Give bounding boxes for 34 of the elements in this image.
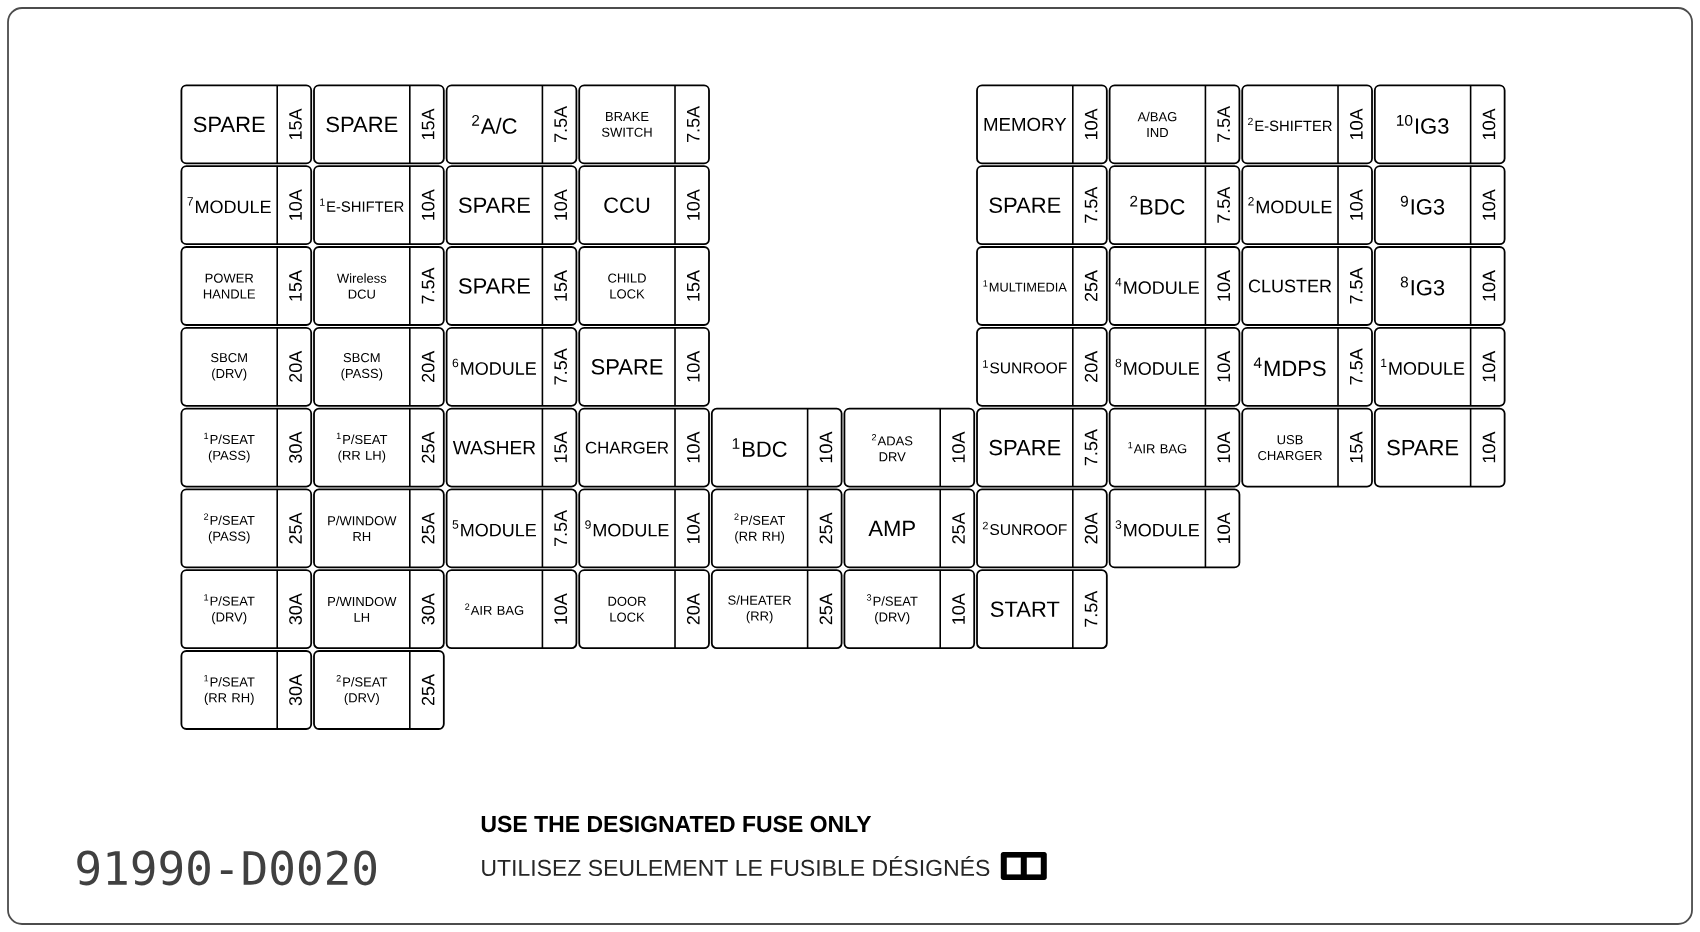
- fuse-cell: $^{2}$A/C 7.5A: [445, 84, 578, 165]
- fuse-cell: SPARE 15A: [180, 84, 313, 165]
- fuse-cell: $^{5}$MODULE 7.5A: [445, 488, 578, 569]
- fuse-cell: $^{8}$IG3 10A: [1373, 246, 1506, 326]
- fuse-cell: SPARE 7.5A: [976, 165, 1108, 246]
- fuse-cell: $^{7}$MODULE 10A: [180, 165, 313, 246]
- fuse-cell: $^{4}$MODULE 10A: [1108, 246, 1241, 326]
- fuse-cell: SPARE 15A: [445, 246, 578, 326]
- fuse-cell: $^{9}$IG3 10A: [1373, 165, 1506, 246]
- fuse-cell: SPARE 10A: [1373, 407, 1506, 488]
- fuse-cell: $^{4}$MDPS 7.5A: [1241, 326, 1373, 407]
- fuse-cell: $^{2}$MODULE 10A: [1241, 165, 1373, 246]
- fuse-cell: CCU 10A: [578, 165, 710, 246]
- fuse-cell: WASHER 15A: [445, 407, 578, 488]
- fuse-cell: $^{9}$MODULE 10A: [578, 488, 710, 569]
- fuse-cell: $^{2}$BDC 7.5A: [1108, 165, 1241, 246]
- fuse-cell: CHARGER 10A: [578, 407, 710, 488]
- fuse-cell: START 7.5A: [976, 569, 1108, 650]
- notice-text: UTILISEZ SEULEMENT LE FUSIBLE DÉSIGNÉS: [482, 855, 990, 877]
- fuse-cell: CLUSTER 7.5A: [1241, 246, 1373, 326]
- fuse-cell: SPARE 10A: [578, 326, 710, 407]
- fuse-cell: $^{8}$MODULE 10A: [1108, 326, 1241, 407]
- fuse-cell: $^{1}$MODULE 10A: [1373, 326, 1506, 407]
- fuse-cell: SPARE 10A: [445, 165, 578, 246]
- notice-text: USE THE DESIGNATED FUSE ONLY: [481, 815, 872, 833]
- fuse-cell: $^{1}$BDC 10A: [710, 407, 843, 488]
- fuse-cell: AMP 25A: [843, 488, 976, 569]
- fuse-cell: $^{3}$MODULE 10A: [1108, 488, 1241, 569]
- fuse-cell: $^{6}$MODULE 7.5A: [445, 326, 578, 407]
- fuse-cell: MEMORY 10A: [976, 84, 1108, 165]
- part-number: 91990-D0020: [77, 850, 377, 886]
- fuse-cell: SPARE 15A: [313, 84, 445, 165]
- fuse-cell: SPARE 7.5A: [976, 407, 1108, 488]
- fuse-cell: $^{10}$IG3 10A: [1373, 84, 1506, 165]
